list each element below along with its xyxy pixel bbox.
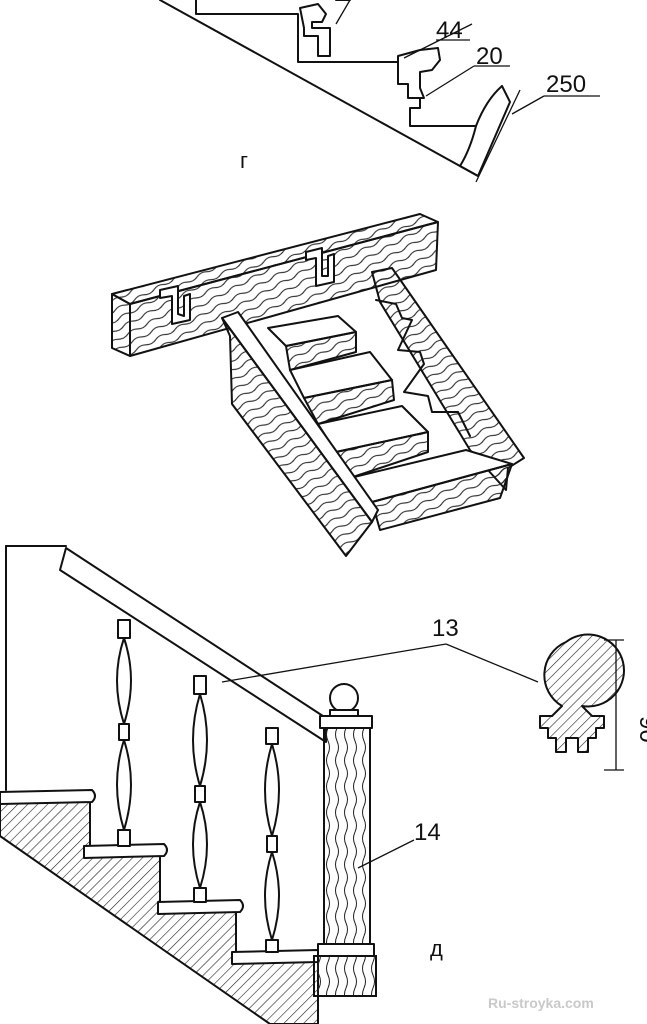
hanger-right — [305, 247, 335, 287]
dim-250: 250 — [546, 71, 586, 98]
tread-nose-3 — [157, 899, 244, 915]
hanger-left — [159, 285, 191, 325]
stringer-bottom-edge — [159, 0, 479, 177]
handrail — [59, 547, 327, 743]
newel-base-top — [317, 943, 375, 957]
header-beam-end — [111, 293, 131, 357]
baluster-1 — [116, 619, 132, 847]
handrail-profile: 90 — [539, 633, 647, 771]
newel-shaft — [323, 727, 371, 947]
callout-13: 13 — [432, 615, 459, 642]
cut-face — [459, 85, 511, 177]
dim-20: 20 — [476, 43, 503, 70]
riser-4 — [371, 463, 513, 531]
right-stringer-notches — [375, 299, 471, 437]
baluster-2 — [192, 675, 208, 903]
dim-44: 44 — [436, 17, 463, 44]
stair-isometric — [111, 213, 525, 557]
baluster-3 — [264, 727, 280, 953]
figure-g-label: г — [240, 148, 248, 173]
lower-tread — [397, 47, 441, 99]
tread-nose-1 — [0, 789, 96, 805]
upper-tread — [299, 3, 331, 57]
newel-cap — [319, 715, 373, 729]
stringer-cut — [459, 85, 503, 167]
watermark: Ru-stroyka.com — [488, 995, 594, 1011]
riser-2 — [303, 379, 395, 425]
figure-d: 90 13 14 д — [0, 545, 647, 1024]
figure-d-label: д — [430, 936, 443, 961]
callout-14: 14 — [414, 819, 441, 846]
lower-riser — [409, 97, 477, 127]
tread-nose-2 — [83, 843, 168, 859]
riser-1 — [285, 331, 357, 371]
newel-ball — [329, 683, 359, 713]
dim-90: 90 — [634, 716, 647, 743]
figure-g: 44 20 250 г — [159, 0, 600, 183]
newel-base — [313, 955, 377, 997]
left-stringer-face — [221, 317, 373, 557]
